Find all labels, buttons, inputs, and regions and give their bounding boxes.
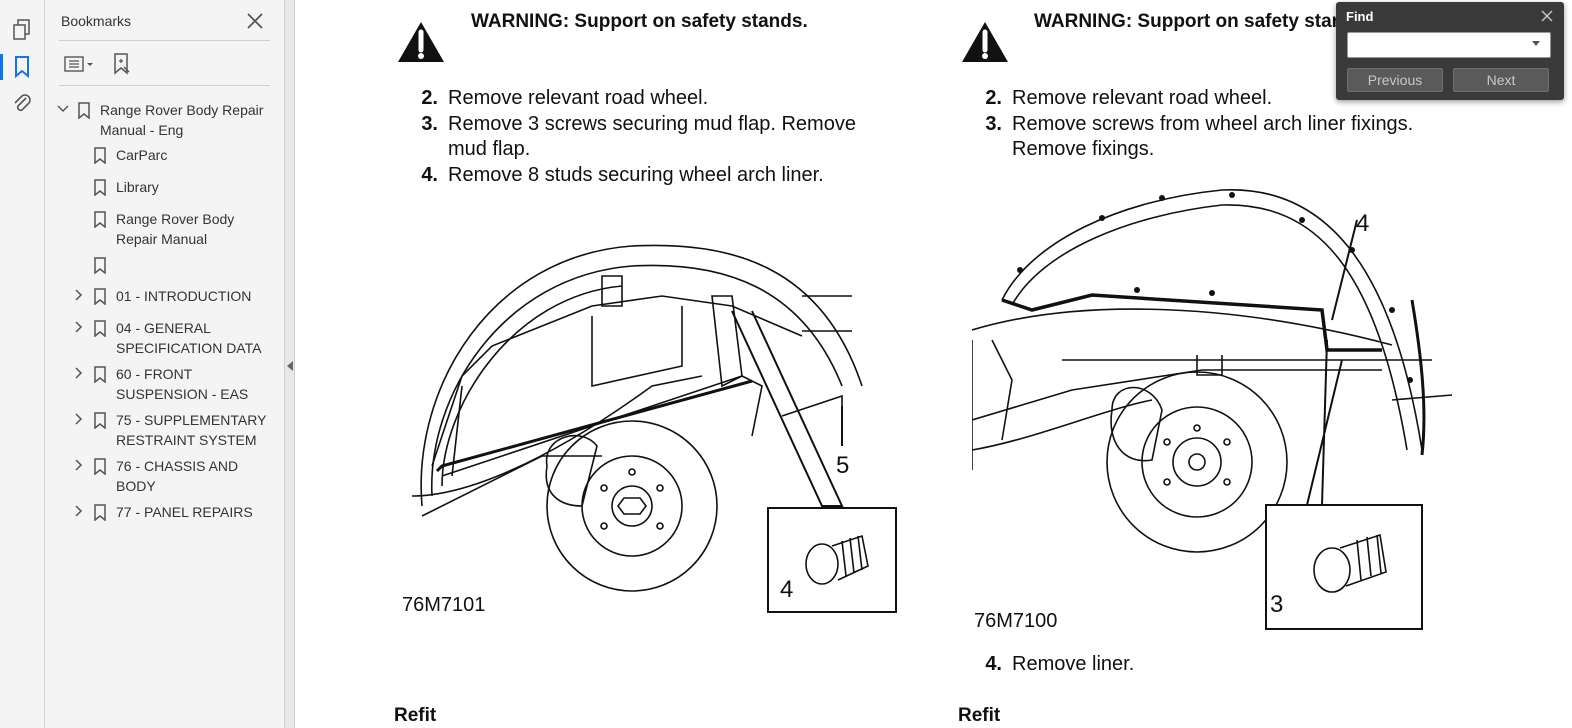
step-list: 2.Remove relevant road wheel. 3.Remove s… [978,86,1448,162]
bookmark-label: 60 - FRONT SUSPENSION - EAS [116,366,249,402]
bookmark-item[interactable] [45,255,285,277]
step-item: 2.Remove relevant road wheel. [985,87,1273,109]
bookmark-label: Range Rover Body Repair Manual [116,211,235,247]
bookmarks-icon[interactable] [0,54,35,80]
step-item: 3.Remove 3 screws securing mud flap. Rem… [421,113,856,160]
collapse-panel-icon[interactable] [287,361,293,371]
bookmark-icon [94,147,106,164]
bookmark-icon [78,102,90,119]
panel-title: Bookmarks [61,13,132,29]
step-item: 2.Remove relevant road wheel. [421,87,709,109]
bookmarks-panel: Bookmarks Range Rover Body Repair Manual… [45,0,285,728]
callout-label: 3 [1270,591,1284,618]
chevron-down-icon[interactable] [1532,41,1540,46]
bookmark-icon [94,504,106,521]
section-heading: Refit [958,705,1001,726]
chevron-right-icon [75,367,83,379]
bookmarks-toolbar [59,40,270,86]
bookmark-label: 04 - GENERAL SPECIFICATION DATA [116,320,262,356]
step-list: 4.Remove liner. [978,652,1448,677]
bookmark-label: Library [116,179,159,195]
bookmark-item[interactable]: Library [45,177,285,199]
left-column: WARNING: Support on safety stands. 2.Rem… [296,0,936,728]
pages-thumbnail-icon[interactable] [9,17,35,43]
warning-text: WARNING: Support on safety stands. [1034,11,1371,32]
close-icon[interactable] [245,11,265,31]
figure-code: 76M7100 [974,610,1058,632]
left-tool-rail [0,0,45,728]
chevron-right-icon [75,459,83,471]
add-bookmark-icon[interactable] [111,52,133,76]
callout-label: 5 [836,452,850,479]
document-view: WARNING: Support on safety stands. 2.Rem… [296,0,1572,728]
right-column: WARNING: Support on safety stands. 2.Rem… [936,0,1572,728]
attachments-paperclip-icon[interactable] [9,90,35,116]
bookmark-icon [94,288,106,305]
callout-label: 4 [1356,210,1370,237]
bookmark-item[interactable]: 04 - GENERAL SPECIFICATION DATA [45,318,285,358]
find-title: Find [1346,9,1374,24]
bookmark-label: 75 - SUPPLEMENTARY RESTRAINT SYSTEM [116,412,267,448]
bookmark-icon [94,211,106,228]
bookmark-item[interactable]: 76 - CHASSIS AND BODY [45,456,285,496]
warning-triangle-icon [962,22,1008,62]
panel-splitter[interactable] [285,0,295,728]
bookmark-label: 01 - INTRODUCTION [116,288,252,304]
step-item: 3.Remove screws from wheel arch liner fi… [985,113,1414,160]
section-heading: Refit [394,705,437,726]
bookmark-icon [94,320,106,337]
bookmark-item[interactable]: 77 - PANEL REPAIRS [45,502,285,524]
next-button[interactable]: Next [1453,68,1549,92]
bookmark-label: CarParc [116,147,168,163]
chevron-right-icon [75,321,83,333]
find-dialog: Find Previous Next [1336,2,1564,100]
callout-label: 4 [780,576,794,603]
bookmark-icon [94,458,106,475]
bookmark-icon [94,257,106,274]
bookmark-item[interactable]: CarParc [45,145,285,167]
chevron-right-icon [75,413,83,425]
warning-text: WARNING: Support on safety stands. [471,11,808,32]
bookmark-icon [94,412,106,429]
bookmark-item[interactable]: Range Rover Body Repair Manual - Eng [45,100,285,140]
wheel-arch-liner-illustration [972,189,1453,630]
bookmark-label: Range Rover Body Repair Manual - Eng [100,102,264,138]
step-list: 2.Remove relevant road wheel. 3.Remove 3… [414,86,894,188]
bookmark-item[interactable]: 75 - SUPPLEMENTARY RESTRAINT SYSTEM [45,410,285,450]
bookmark-item[interactable]: 01 - INTRODUCTION [45,286,285,308]
bookmark-icon [94,366,106,383]
chevron-right-icon [75,289,83,301]
bookmark-label: 76 - CHASSIS AND BODY [116,458,239,494]
previous-button[interactable]: Previous [1347,68,1443,92]
find-input[interactable] [1347,32,1551,58]
bookmark-item[interactable]: Range Rover Body Repair Manual [45,209,285,249]
bookmark-options-button[interactable] [63,52,97,76]
warning-triangle-icon [398,22,444,62]
chevron-right-icon [75,505,83,517]
close-icon[interactable] [1540,9,1554,23]
bookmark-label: 77 - PANEL REPAIRS [116,504,253,520]
figure-code: 76M7101 [402,594,486,616]
bookmark-item[interactable]: 60 - FRONT SUSPENSION - EAS [45,364,285,404]
step-item: 4.Remove 8 studs securing wheel arch lin… [421,164,824,186]
step-item: 4.Remove liner. [985,653,1135,675]
wheel-arch-illustration [411,244,897,613]
bookmark-icon [94,179,106,196]
